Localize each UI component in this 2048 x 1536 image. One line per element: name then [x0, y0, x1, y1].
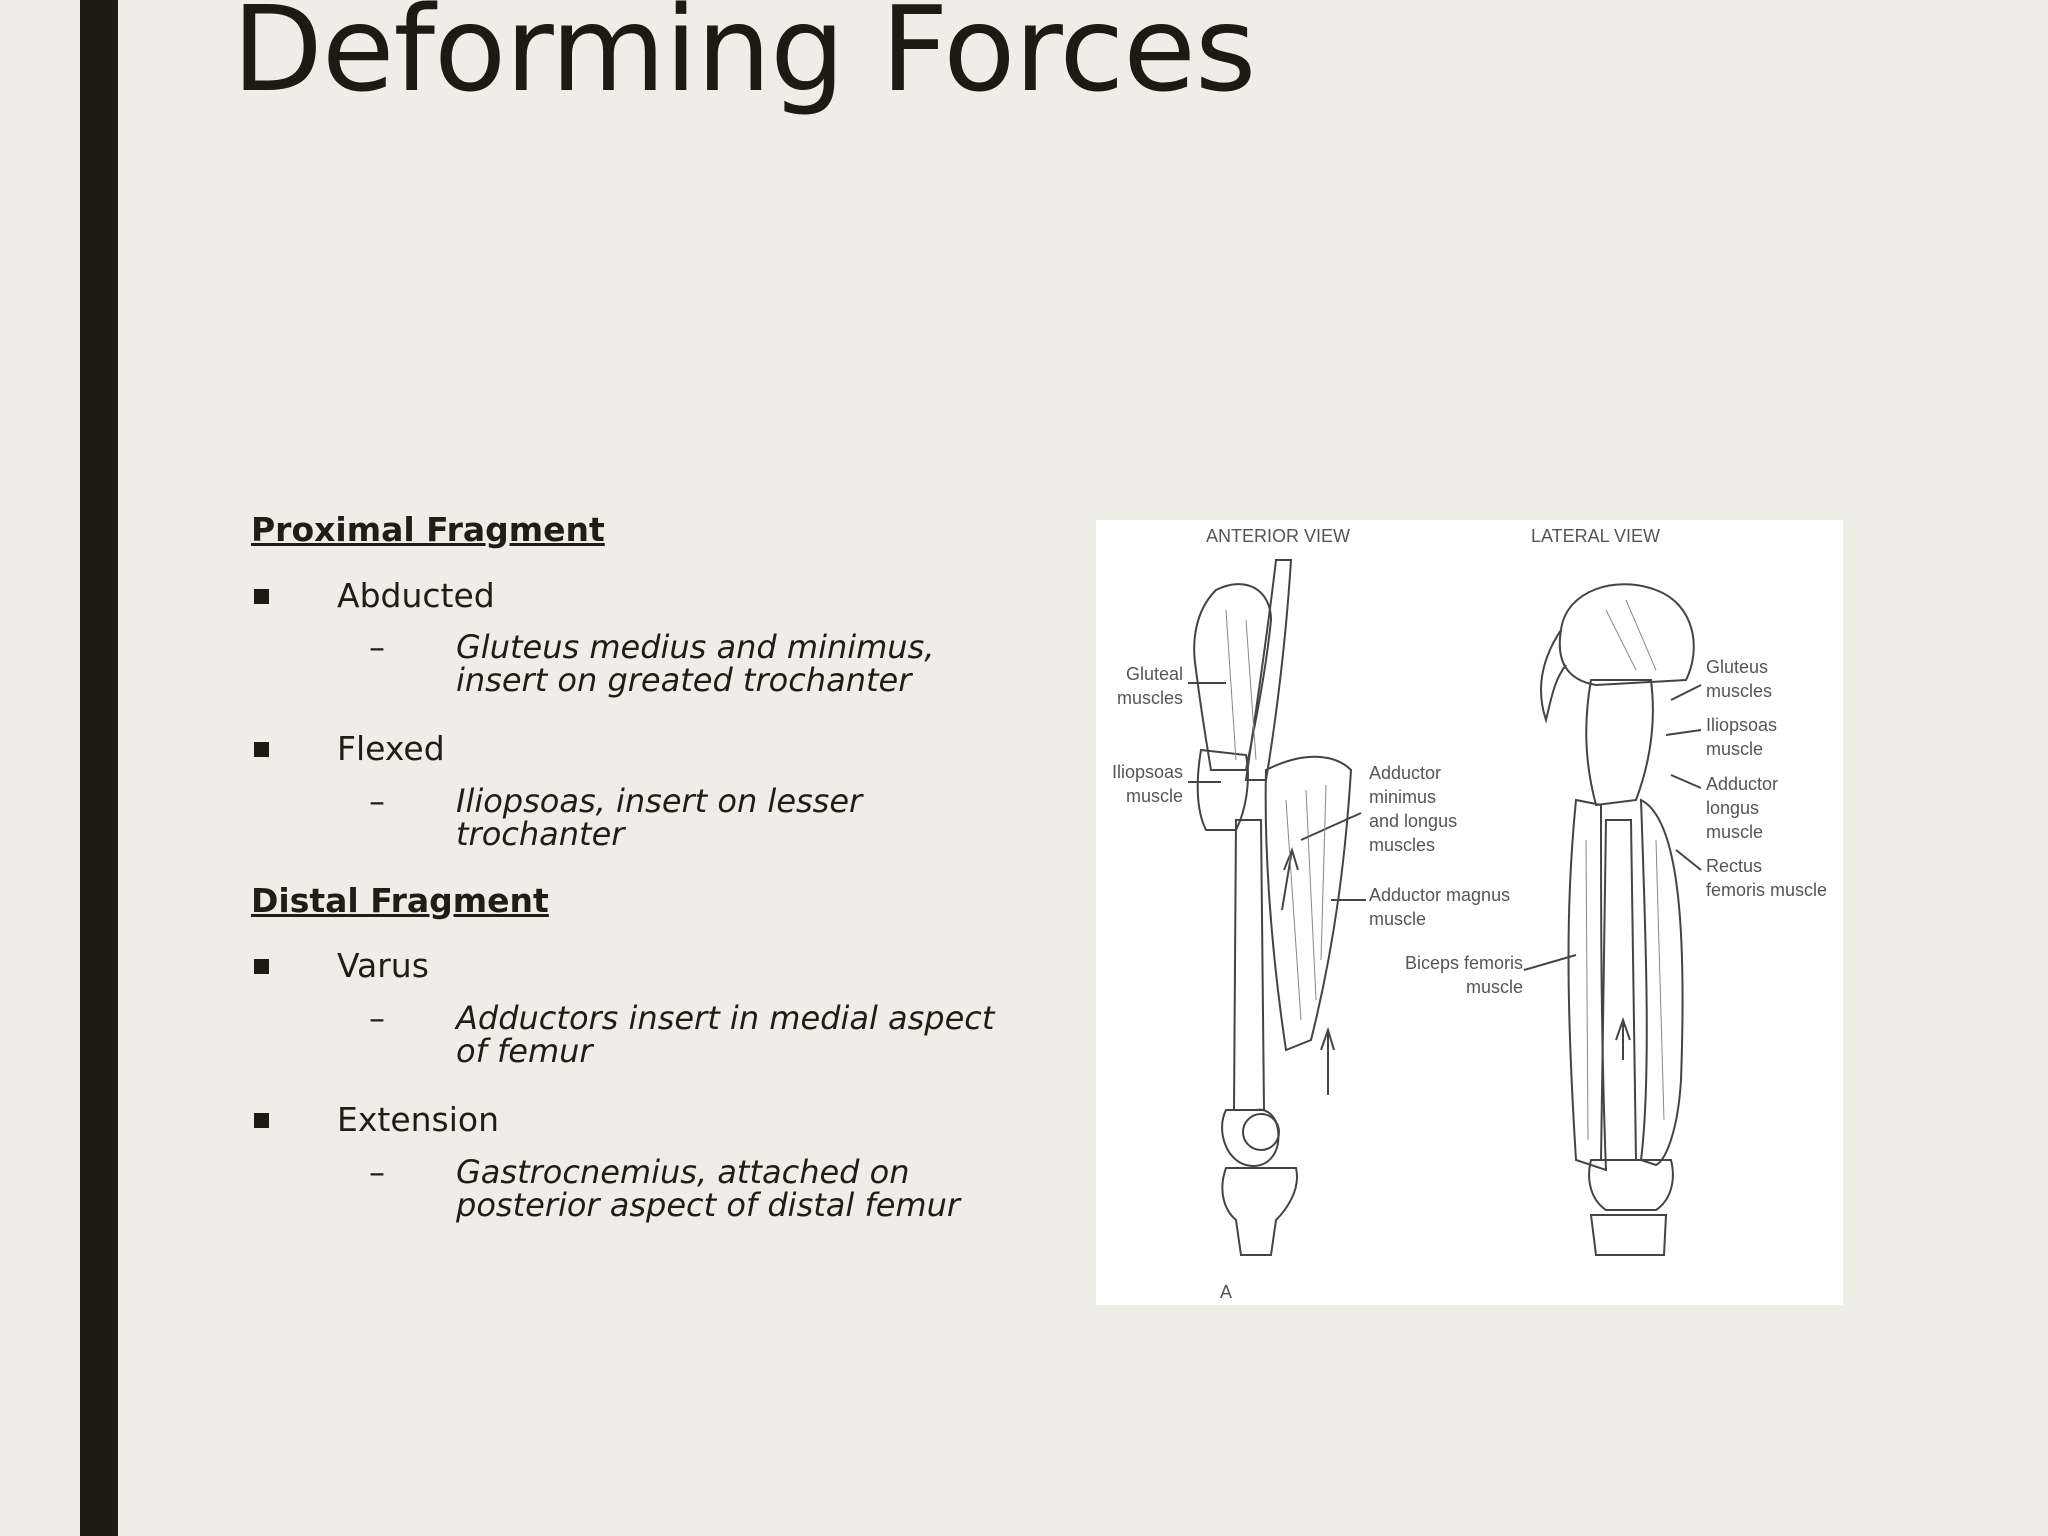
label-iliopsoas: Iliopsoas: [1112, 762, 1183, 782]
label-lateral-iliopsoas: Iliopsoas: [1706, 715, 1777, 735]
label-gluteal: muscles: [1117, 688, 1183, 708]
label-biceps-femoris: Biceps femoris: [1405, 953, 1523, 973]
label-lateral-rectus: femoris muscle: [1706, 880, 1827, 900]
label-biceps-femoris: muscle: [1466, 977, 1523, 997]
lateral-hamstrings: [1639, 798, 1684, 1167]
lateral-iliac-hook: [1540, 629, 1567, 724]
leader-line: [1675, 849, 1702, 871]
muscle-fiber-line: [1585, 839, 1589, 1141]
sub-bullet-line: Adductors insert in medial aspect: [456, 998, 995, 1037]
anterior-iliopsoas-band: [1244, 559, 1293, 781]
muscle-fiber-line: [1245, 619, 1257, 761]
label-lateral-adductor: muscle: [1706, 822, 1763, 842]
sub-bullet-line: Iliopsoas, insert on lesser: [456, 781, 863, 820]
anterior-gluteal-shape: [1193, 583, 1273, 771]
anterior-femur-shaft: [1232, 819, 1266, 1111]
sub-bullet-line: of femur: [456, 1031, 593, 1070]
square-bullet-icon: [254, 742, 269, 758]
anterior-proximal-fragment: [1196, 748, 1249, 831]
anterior-view-label: ANTERIOR VIEW: [1206, 526, 1350, 546]
anterior-tibia: [1221, 1167, 1298, 1256]
muscle-fiber-line: [1305, 789, 1317, 1001]
leader-line: [1665, 729, 1702, 736]
label-adductor-minimus: Adductor: [1369, 763, 1441, 783]
muscle-fiber-line: [1605, 609, 1637, 671]
label-iliopsoas: muscle: [1126, 786, 1183, 806]
leader-line: [1670, 774, 1702, 789]
label-lateral-iliopsoas: muscle: [1706, 739, 1763, 759]
sub-bullet-extension: – Gastrocnemius, attached on posterior a…: [251, 1152, 1011, 1224]
label-lateral-gluteus: muscles: [1706, 681, 1772, 701]
anterior-condyles: [1221, 1108, 1280, 1167]
slide-title: Deforming Forces: [232, 0, 1256, 118]
label-adductor-minimus: minimus: [1369, 787, 1436, 807]
sub-bullet-line: Gluteus medius and minimus,: [456, 628, 935, 667]
label-gluteal: Gluteal: [1126, 664, 1183, 684]
sub-bullet-line: posterior aspect of distal femur: [456, 1185, 961, 1224]
anterior-adductor-mass: [1264, 755, 1353, 1052]
muscle-fiber-line: [1285, 799, 1302, 1021]
bullet-label: Abducted: [337, 575, 495, 615]
dash-icon: –: [369, 781, 385, 820]
arrow-icon: [1615, 1016, 1631, 1060]
label-adductor-minimus: and longus: [1369, 811, 1457, 831]
lateral-view-label: LATERAL VIEW: [1531, 526, 1660, 546]
label-lateral-adductor: Adductor: [1706, 774, 1778, 794]
label-adductor-magnus: Adductor magnus: [1369, 885, 1510, 905]
bullet-flexed: Flexed: [251, 729, 1011, 769]
muscle-fiber-line: [1320, 784, 1327, 961]
sub-bullet-line: insert on greated trochanter: [456, 661, 912, 700]
lateral-quadriceps: [1567, 798, 1608, 1172]
label-lateral-rectus: Rectus: [1706, 856, 1762, 876]
dash-icon: –: [369, 628, 385, 667]
distal-heading: Distal Fragment: [251, 880, 549, 920]
leader-line: [1300, 812, 1362, 841]
sub-bullet-varus: – Adductors insert in medial aspect of f…: [251, 998, 1011, 1070]
bullet-label: Extension: [337, 1099, 500, 1139]
muscle-fiber-line: [1625, 599, 1657, 671]
square-bullet-icon: [254, 959, 269, 975]
label-lateral-adductor: longus: [1706, 798, 1759, 818]
square-bullet-icon: [254, 588, 269, 604]
lateral-knee: [1588, 1159, 1674, 1211]
sub-bullet-line: trochanter: [456, 814, 625, 853]
sub-bullet-line: Gastrocnemius, attached on: [456, 1152, 910, 1191]
proximal-heading: Proximal Fragment: [251, 510, 605, 549]
leader-line: [1523, 954, 1577, 971]
bullet-label: Varus: [337, 946, 429, 986]
anterior-patella: [1242, 1113, 1280, 1151]
square-bullet-icon: [254, 1112, 269, 1128]
muscle-fiber-line: [1655, 839, 1665, 1121]
panel-letter-label: A: [1220, 1282, 1232, 1302]
bullet-label: Flexed: [337, 729, 445, 769]
lateral-tibia: [1589, 1214, 1668, 1256]
label-adductor-minimus: muscles: [1369, 835, 1435, 855]
sub-bullet-flexed: – Iliopsoas, insert on lesser trochanter: [251, 781, 1011, 853]
content-body: Proximal Fragment Abducted – Gluteus med…: [251, 510, 1011, 1254]
sub-bullet-abducted: – Gluteus medius and minimus, insert on …: [251, 631, 1011, 697]
bullet-abducted: Abducted: [251, 576, 1011, 616]
dash-icon: –: [369, 998, 385, 1037]
lateral-hip-mass: [1585, 679, 1654, 807]
label-lateral-gluteus: Gluteus: [1706, 657, 1768, 677]
femur-anatomy-illustration: ANTERIOR VIEW LATERAL VIEW Gluteal muscl…: [1112, 526, 1827, 1302]
femur-anatomy-figure: ANTERIOR VIEW LATERAL VIEW Gluteal muscl…: [1096, 520, 1843, 1305]
label-adductor-magnus: muscle: [1369, 909, 1426, 929]
bullet-extension: Extension: [251, 1100, 1011, 1140]
bullet-varus: Varus: [251, 946, 1011, 986]
lateral-pelvis-shape: [1558, 583, 1695, 687]
muscle-fiber-line: [1225, 609, 1237, 761]
accent-bar: [80, 0, 118, 1536]
leader-line: [1670, 684, 1702, 701]
dash-icon: –: [369, 1152, 385, 1191]
arrow-icon: [1320, 1026, 1335, 1095]
lateral-femur-shaft: [1599, 819, 1638, 1161]
